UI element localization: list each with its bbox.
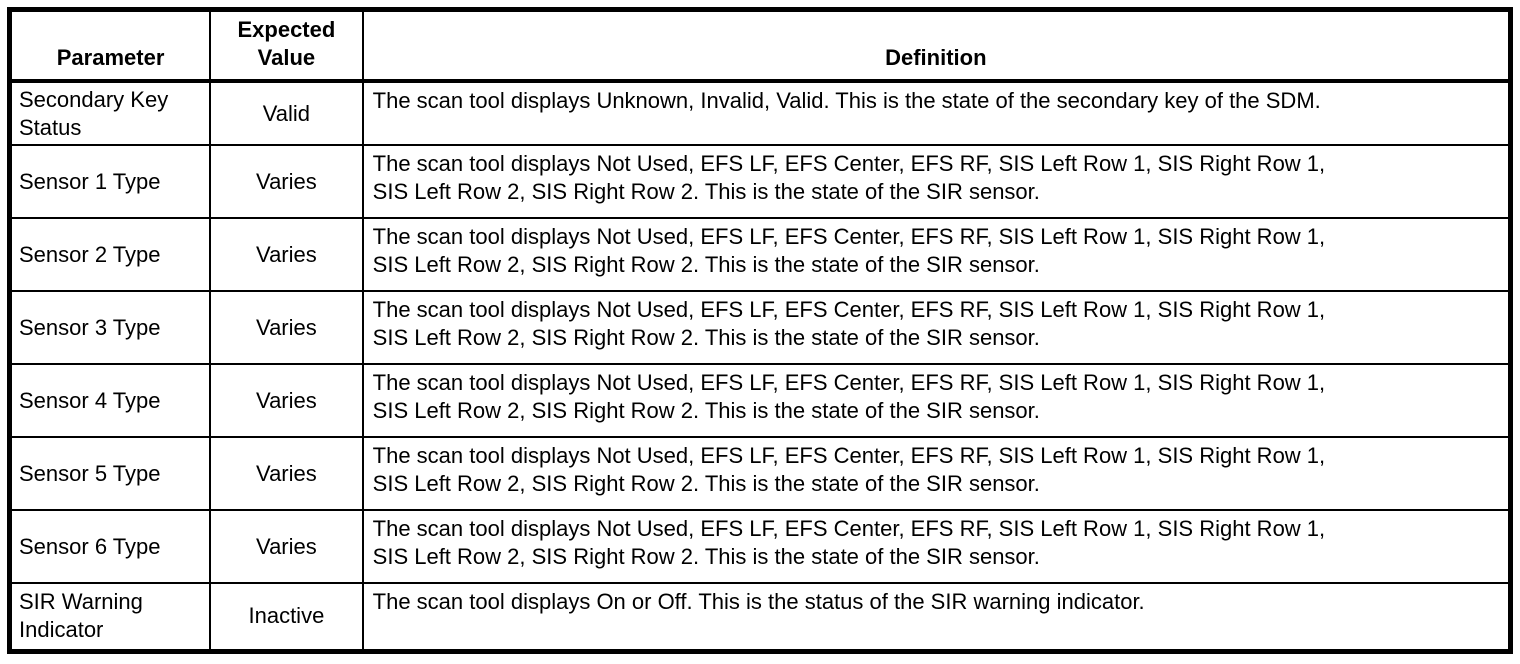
table-row-sensor-5-type: Sensor 5 Type Varies The scan tool displ… [8,436,1512,511]
definition-cell: The scan tool displays Not Used, EFS LF,… [361,509,1512,584]
parameter-cell: Sensor 3 Type [8,290,212,365]
expected-value-cell: Varies [209,290,364,365]
header-row: Parameter Expected Value Definition [8,8,1512,83]
definition-cell: The scan tool displays Not Used, EFS LF,… [361,290,1512,365]
table-row-sensor-2-type: Sensor 2 Type Varies The scan tool displ… [8,217,1512,292]
table-row-sensor-3-type: Sensor 3 Type Varies The scan tool displ… [8,290,1512,365]
parameter-cell: Sensor 2 Type [8,217,212,292]
definition-cell: The scan tool displays On or Off. This i… [361,582,1512,652]
table-row-sir-warning-indicator: SIR Warning Indicator Inactive The scan … [8,582,1512,652]
definition-cell: The scan tool displays Not Used, EFS LF,… [361,217,1512,292]
definition-cell: The scan tool displays Not Used, EFS LF,… [361,436,1512,511]
table-row-secondary-key-status: Secondary Key Status Valid The scan tool… [8,80,1512,146]
expected-value-cell: Inactive [209,582,364,652]
parameter-cell: Sensor 5 Type [8,436,212,511]
table-row-sensor-6-type: Sensor 6 Type Varies The scan tool displ… [8,509,1512,584]
parameter-cell: Sensor 6 Type [8,509,212,584]
expected-value-cell: Varies [209,509,364,584]
table-body: Secondary Key Status Valid The scan tool… [8,80,1512,652]
parameter-definition-table: Parameter Expected Value Definition Seco… [7,7,1513,654]
parameter-cell: Sensor 4 Type [8,363,212,438]
header-parameter: Parameter [8,8,212,83]
expected-value-cell: Varies [209,144,364,219]
table-row-sensor-4-type: Sensor 4 Type Varies The scan tool displ… [8,363,1512,438]
definition-cell: The scan tool displays Unknown, Invalid,… [361,80,1512,146]
definition-cell: The scan tool displays Not Used, EFS LF,… [361,144,1512,219]
parameter-cell: Secondary Key Status [8,80,212,146]
expected-value-cell: Varies [209,217,364,292]
table-row-sensor-1-type: Sensor 1 Type Varies The scan tool displ… [8,144,1512,219]
definition-cell: The scan tool displays Not Used, EFS LF,… [361,363,1512,438]
table-header: Parameter Expected Value Definition [8,8,1512,83]
header-definition: Definition [361,8,1512,83]
header-expected-value: Expected Value [209,8,364,83]
expected-value-cell: Valid [209,80,364,146]
expected-value-cell: Varies [209,436,364,511]
parameter-cell: Sensor 1 Type [8,144,212,219]
parameter-cell: SIR Warning Indicator [8,582,212,652]
expected-value-cell: Varies [209,363,364,438]
